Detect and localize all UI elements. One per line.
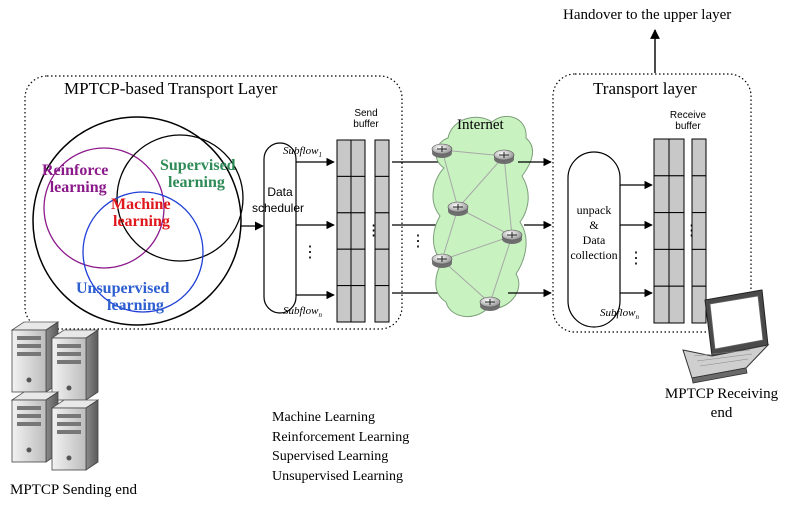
venn-reinforce-circle <box>43 147 165 269</box>
sending-server-icon <box>10 321 100 471</box>
receive-subflow-n-label: Subflown <box>600 307 639 322</box>
buffer-cell <box>336 175 352 214</box>
buffer-cell <box>668 138 685 177</box>
buffer-cell <box>374 285 390 323</box>
send-subflow-1-label: Subflow1 <box>283 145 322 160</box>
scheduler-ellipsis: ⋮ <box>302 244 318 261</box>
routers <box>431 143 523 311</box>
legend-item: Reinforcement Learning <box>272 429 410 445</box>
collector-ellipsis: ⋮ <box>628 250 644 267</box>
buffer-cell <box>653 212 670 250</box>
data-scheduler-label: Data scheduler <box>251 185 305 215</box>
buffer-cell <box>374 175 390 214</box>
buffer-cell <box>668 175 685 214</box>
buffer-cell <box>336 212 352 250</box>
server-unit <box>10 391 60 463</box>
router-icon <box>431 143 453 158</box>
receiver-transport-layer-box <box>552 73 752 333</box>
buffer-cell <box>653 248 670 287</box>
receiver-layer-title: Transport layer <box>593 79 697 98</box>
buffer-cell <box>691 248 707 287</box>
router-icon <box>493 149 515 164</box>
buffer-cell <box>336 285 352 323</box>
buffer-cell <box>668 248 685 287</box>
router-icon <box>479 296 501 311</box>
send-buffer <box>336 139 390 323</box>
buffer-cell <box>374 248 390 287</box>
legend-item: Unsupervised Learning <box>272 468 404 484</box>
internet-ellipsis: ⋮ <box>410 233 426 250</box>
venn-reinforce-label: Reinforce learning <box>42 162 109 196</box>
send-buffer-ellipsis: ⋮ <box>366 222 381 239</box>
buffer-cell <box>336 248 352 287</box>
send-subflow-n-label: Subflown <box>283 305 322 320</box>
server-unit <box>10 321 60 393</box>
buffer-cell <box>668 212 685 250</box>
server-unit <box>50 399 100 471</box>
data-scheduler-box <box>263 142 297 314</box>
receive-buffer-ellipsis: ⋮ <box>684 222 699 239</box>
internet-cloud <box>432 116 533 317</box>
receive-buffer <box>653 138 707 324</box>
receiving-end-label: MPTCP Receiving end <box>664 386 779 421</box>
buffer-cell <box>336 139 352 177</box>
buffer-cell <box>653 285 670 324</box>
internet-label: Internet <box>457 117 504 133</box>
buffer-cell <box>350 175 366 214</box>
data-collection-box <box>567 151 621 328</box>
data-collection-label: unpack & Data collection <box>570 203 618 262</box>
buffer-cell <box>691 175 707 214</box>
legend-item: Supervised Learning <box>272 449 389 464</box>
receiving-laptop-icon <box>682 289 770 384</box>
buffer-cell <box>350 248 366 287</box>
sending-end-label: MPTCP Sending end <box>10 482 137 498</box>
buffer-cell <box>350 285 366 323</box>
handover-label: Handover to the upper layer <box>563 7 732 23</box>
server-unit <box>50 329 100 401</box>
buffer-cell <box>653 175 670 214</box>
buffer-cell <box>691 285 707 324</box>
router-icon <box>501 229 523 244</box>
venn-unsupervised-circle <box>82 191 204 313</box>
receive-buffer-label: Receive buffer <box>669 110 707 132</box>
sender-layer-title: MPTCP-based Transport Layer <box>64 79 278 98</box>
send-buffer-label: Send buffer <box>353 108 379 130</box>
buffer-cell <box>653 138 670 177</box>
venn-outer-circle <box>32 116 242 326</box>
sender-transport-layer-box <box>24 75 403 330</box>
router-icon <box>447 201 469 216</box>
buffer-cell <box>374 139 390 177</box>
buffer-cell <box>350 139 366 177</box>
venn-supervised-label: Supervised learning <box>160 157 236 191</box>
buffer-cell <box>350 212 366 250</box>
ml-legend: Machine Learning Reinforcement Learning … <box>272 408 409 486</box>
legend-item: Machine Learning <box>272 410 376 425</box>
buffer-cell <box>668 285 685 324</box>
venn-machine-label: Machine learning <box>111 196 171 230</box>
router-icon <box>431 253 453 268</box>
buffer-cell <box>691 138 707 177</box>
venn-unsupervised-label: Unsupervised learning <box>76 280 170 314</box>
